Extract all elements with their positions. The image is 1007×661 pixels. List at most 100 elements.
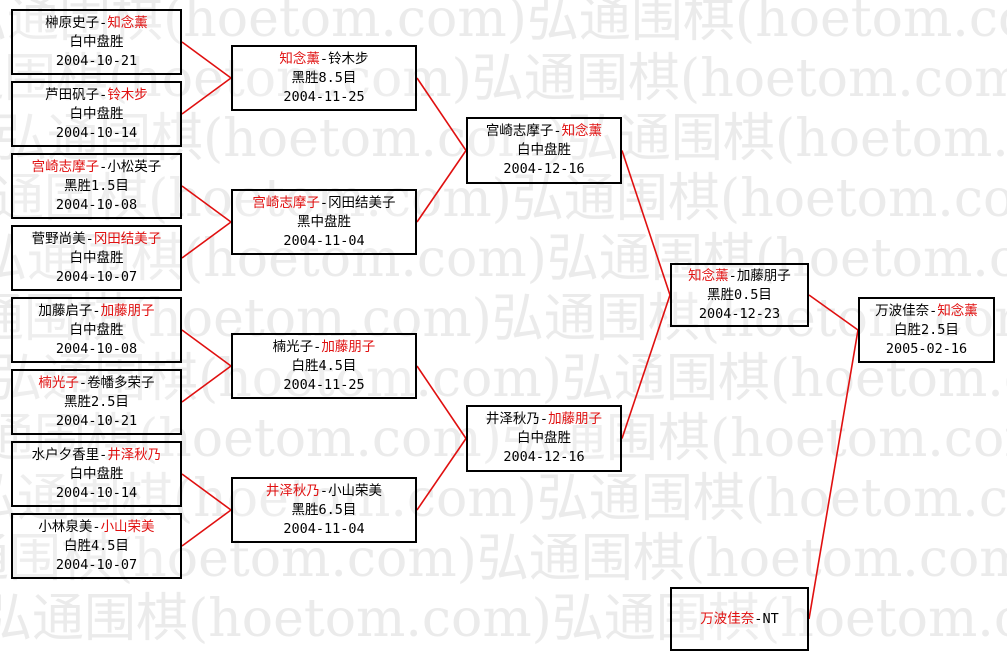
match-date: 2004-12-16 [503,161,585,177]
player-1-name: 水户夕香里 [31,446,100,463]
separator: - [99,158,108,175]
match-players: 万波佳奈-知念薰 [860,302,993,321]
match-players: 菅野尚美-冈田结美子 [13,230,180,249]
player-2-name: 知念薰 [107,14,148,31]
connector-line [621,150,671,296]
connector-line [416,150,467,223]
connector-line [181,185,232,223]
separator: - [92,302,101,319]
connector-line [181,329,232,367]
match-result: 白中盘胜 [69,465,124,482]
connector-line [808,329,859,620]
match-players: 知念薰-铃木步 [233,50,415,69]
match-date: 2004-12-16 [503,449,585,465]
match-players: 宫崎志摩子-冈田结美子 [233,194,415,213]
match-result: 黑胜0.5目 [707,286,772,303]
player-2-name: 加藤朋子 [548,411,603,427]
match-box-r3-1: 宫崎志摩子-知念薰白中盘胜 2004-12-16 [466,117,622,184]
player-1-name: 宫崎志摩子 [252,194,320,211]
match-players: 加藤启子-加藤朋子 [13,302,180,321]
player-1-name: 宫崎志摩子 [485,123,554,139]
separator: - [99,86,108,103]
match-box-r1-3: 宫崎志摩子-小松英子黑胜1.5目 2004-10-08 [11,153,182,219]
match-date: 2004-10-08 [55,196,138,213]
player-1-name: 万波佳奈 [700,610,755,627]
player-1-name: 芦田矾子 [45,86,100,103]
player-1-name: 万波佳奈 [875,302,930,319]
separator: - [929,302,938,319]
separator: - [319,50,329,67]
connector-line [181,77,232,115]
player-2-name: NT [762,610,779,627]
match-players: 芦田矾子-铃木步 [13,86,180,105]
match-result: 白胜2.5目 [894,321,959,338]
separator: - [99,446,108,463]
match-result: 白中盘胜 [69,321,124,338]
player-1-name: 井泽秋乃 [265,482,320,499]
match-players: 万波佳奈-NT [672,610,807,629]
player-2-name: 铃木步 [107,86,148,103]
match-box-r4-2: 万波佳奈-NT [670,587,809,651]
player-1-name: 知念薰 [688,267,729,284]
separator: - [553,123,562,139]
connector-line [621,294,671,439]
player-1-name: 知念薰 [279,50,320,67]
match-date: 2004-10-08 [55,340,138,357]
match-players: 宫崎志摩子-小松英子 [13,158,180,177]
separator: - [78,374,88,391]
separator: - [313,338,322,355]
match-result: 黑胜6.5目 [291,501,357,518]
match-date: 2004-10-14 [55,484,138,501]
player-2-name: 知念薰 [937,302,978,319]
player-2-name: 冈田结美子 [328,194,396,211]
separator: - [728,267,737,284]
separator: - [319,482,329,499]
match-players: 知念薰-加藤朋子 [672,267,807,286]
player-1-name: 宫崎志摩子 [31,158,100,175]
separator: - [539,411,549,427]
player-2-name: 井泽秋乃 [107,446,162,463]
player-1-name: 加藤启子 [38,302,93,319]
match-date: 2004-11-25 [283,88,365,105]
match-result: 黑中盘胜 [297,213,351,230]
connector-line [416,438,467,511]
connector-line [181,41,232,79]
match-players: 小林泉美-小山荣美 [13,518,180,537]
match-date: 2004-11-04 [283,520,365,537]
separator: - [99,14,108,31]
match-result: 白胜4.5目 [291,357,357,374]
connector-line [416,77,467,151]
match-result: 白中盘胜 [69,105,124,122]
match-date: 2004-11-04 [283,232,365,249]
player-1-name: 井泽秋乃 [485,411,540,427]
match-result: 黑胜1.5目 [64,177,129,194]
separator: - [319,194,329,211]
player-1-name: 楠光子 [38,374,79,391]
match-players: 井泽秋乃-加藤朋子 [468,410,620,429]
player-1-name: 榊原史子 [45,14,100,31]
match-players: 榊原史子-知念薰 [13,14,180,33]
match-box-r1-7: 水户夕香里-井泽秋乃白中盘胜 2004-10-14 [11,441,182,507]
match-result: 白中盘胜 [69,249,124,266]
match-players: 宫崎志摩子-知念薰 [468,122,620,141]
match-date: 2004-10-14 [55,124,138,141]
match-date: 2004-10-21 [55,52,138,69]
player-2-name: 小山荣美 [100,518,155,535]
match-result: 白中盘胜 [517,142,571,158]
match-date: 2004-11-25 [283,376,365,393]
match-result: 黑胜8.5目 [291,69,357,86]
separator: - [85,230,94,247]
connector-line [416,365,467,439]
separator: - [92,518,101,535]
player-1-name: 小林泉美 [38,518,93,535]
match-date: 2005-02-16 [885,340,968,357]
match-date: 2004-10-21 [55,412,138,429]
player-2-name: 小山荣美 [328,482,383,499]
connector-line [181,221,232,259]
